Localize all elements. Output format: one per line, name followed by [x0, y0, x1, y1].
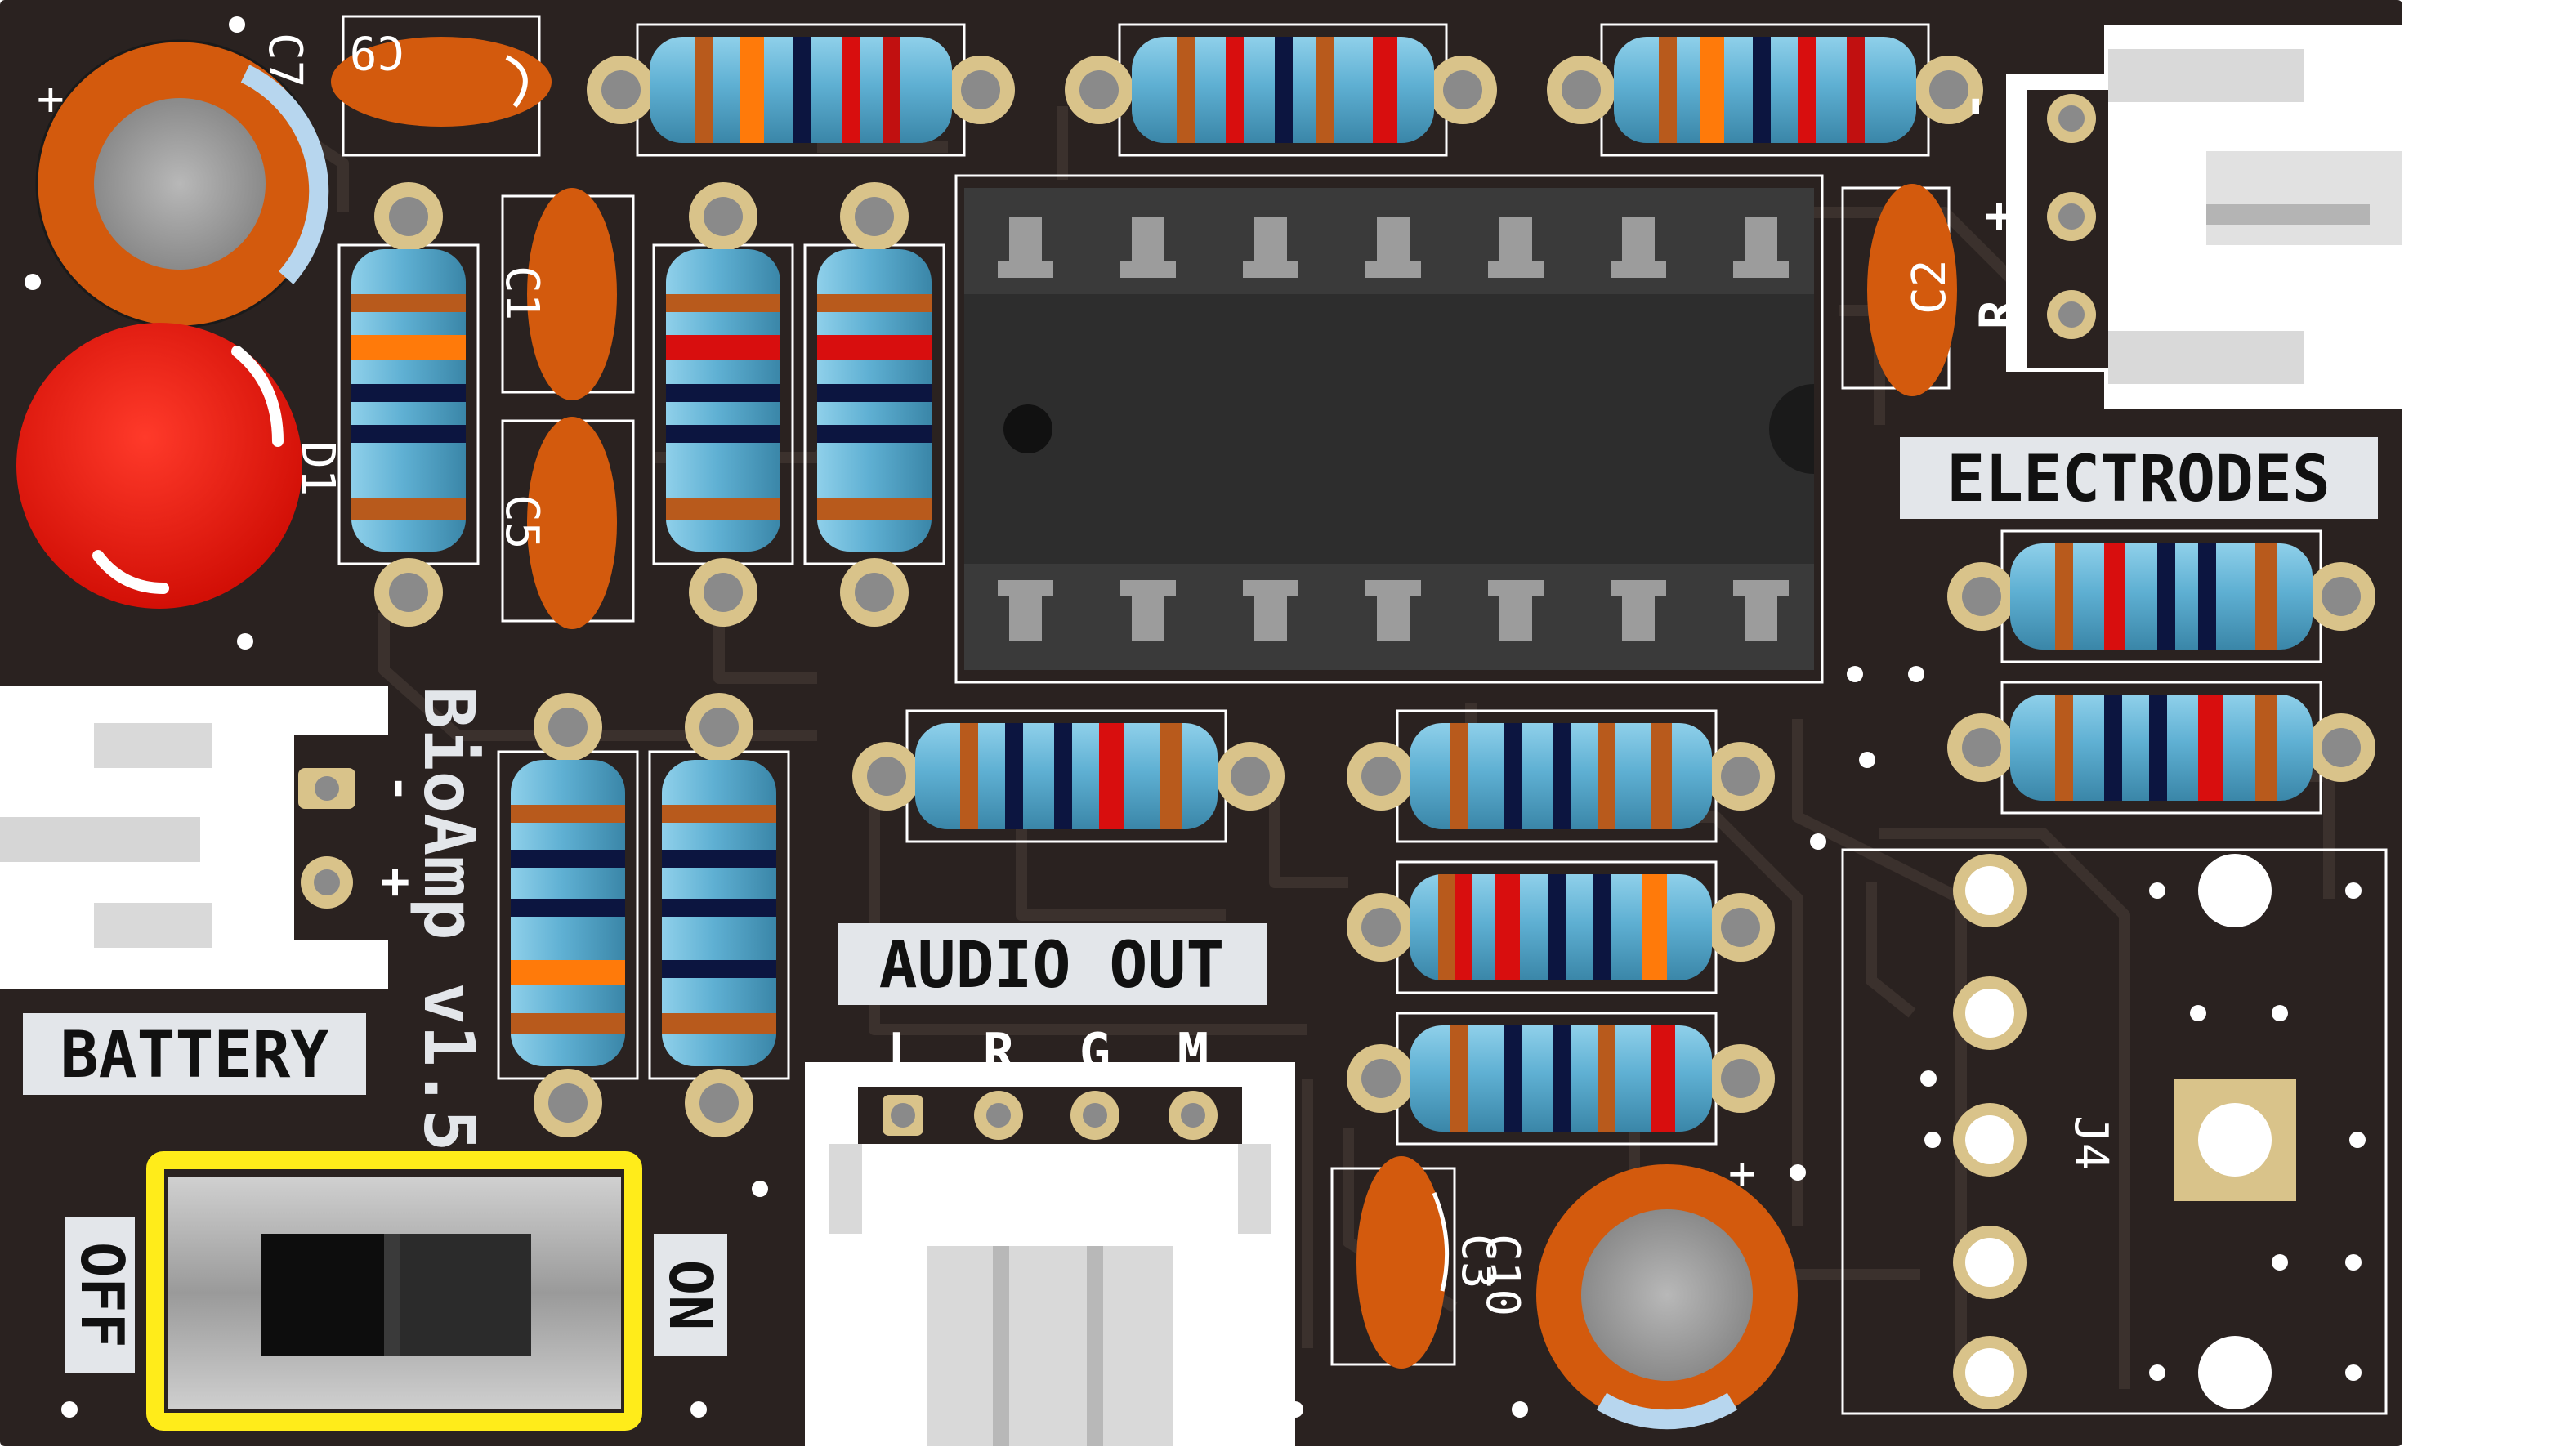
led-d1: D1 — [16, 323, 344, 609]
electrode-pin-plus: + — [1969, 202, 2027, 231]
c3-ref-label: C3 — [1451, 1234, 1504, 1289]
switch-on-label-text: ON — [656, 1260, 725, 1331]
resistor-r-vert-4 — [497, 693, 639, 1137]
audio-out-connector — [805, 1062, 1295, 1446]
capacitor-c9: C9 — [331, 15, 552, 157]
audio-out-label-text: AUDIO OUT — [879, 929, 1225, 1003]
capacitor-c3: C3 — [1330, 1156, 1504, 1369]
capacitor-c1: C1 — [495, 188, 635, 400]
resistor-r-mid-3 — [1347, 860, 1775, 994]
electrode-pin-r: R — [1969, 299, 2027, 329]
resistor-r-mid-1 — [852, 709, 1285, 843]
capacitor-c7: + C7 — [35, 33, 329, 328]
audio-jack-j4: J4 — [1841, 848, 2388, 1415]
electrode-pin-labels: - + R — [1945, 92, 2027, 329]
switch-slider-knob[interactable] — [261, 1234, 400, 1356]
resistor-r-right-2 — [1947, 681, 2375, 815]
resistor-r-mid-2 — [1347, 709, 1775, 843]
c5-ref-label: C5 — [495, 494, 548, 549]
resistor-r-vert-2 — [652, 182, 794, 627]
battery-pin-minus: - — [372, 774, 429, 803]
via-holes — [25, 16, 2366, 1418]
resistor-r-vert-5 — [648, 693, 790, 1137]
ic-bottom-pins — [998, 580, 1789, 641]
j4-ref-label: J4 — [2064, 1115, 2117, 1170]
capacitor-c2: C2 — [1841, 184, 1957, 396]
battery-label: BATTERY — [23, 1013, 366, 1095]
c9-ref-label: C9 — [350, 25, 404, 78]
capacitor-c10: + C10 — [1476, 1147, 1798, 1430]
switch-off-label: OFF — [65, 1217, 136, 1373]
capacitor-c5: C5 — [495, 417, 635, 629]
resistor-r-mid-4 — [1347, 1012, 1775, 1146]
electrodes-label-text: ELECTRODES — [1946, 443, 2330, 516]
battery-pin-plus: + — [368, 868, 425, 897]
d1-ref-label: D1 — [291, 441, 344, 496]
c7-polarity-mark: + — [37, 73, 65, 126]
electrode-pin-minus: - — [1945, 92, 2002, 121]
resistor-r-vert-1 — [337, 182, 480, 627]
audio-out-label: AUDIO OUT — [838, 923, 1267, 1005]
resistor-r-top-2 — [1065, 23, 1497, 157]
c1-ref-label: C1 — [495, 266, 548, 320]
resistor-r-right-1 — [1947, 529, 2375, 663]
switch-on-label: ON — [654, 1234, 727, 1356]
ic-top-pins — [998, 217, 1789, 278]
c7-ref-label: C7 — [258, 33, 311, 87]
resistor-r-top-3 — [1547, 23, 1983, 157]
electrode-connector — [2006, 25, 2402, 409]
c10-polarity-mark: + — [1728, 1147, 1756, 1200]
resistor-r-vert-3 — [803, 182, 945, 627]
battery-label-text: BATTERY — [60, 1019, 329, 1092]
electrodes-label: ELECTRODES — [1900, 437, 2378, 519]
resistor-r-top-1 — [587, 23, 1015, 157]
ic-chip — [954, 174, 1824, 684]
switch-off-label-text: OFF — [68, 1242, 136, 1348]
c2-ref-label: C2 — [1903, 260, 1956, 315]
c10-ref-label: C10 — [1476, 1234, 1529, 1316]
battery-connector: - + — [0, 686, 429, 989]
board-name-label: BioAmp v1.5 — [408, 686, 489, 1152]
power-switch[interactable] — [146, 1151, 642, 1431]
